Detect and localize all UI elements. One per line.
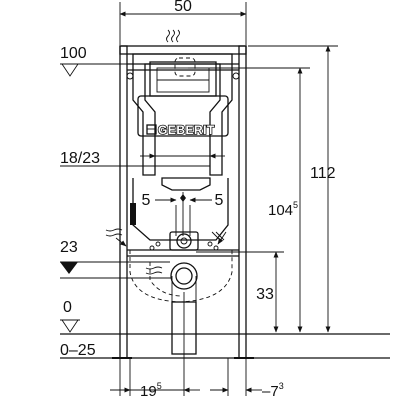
top-width-label: 50 bbox=[174, 0, 192, 15]
center-dimensions: 5 5 bbox=[142, 177, 224, 236]
floor-lines bbox=[60, 333, 390, 359]
level-23: 23 bbox=[60, 239, 172, 279]
level-100-label: 100 bbox=[60, 45, 87, 62]
level-100: 100 bbox=[60, 45, 130, 77]
level-0-label: 0 bbox=[63, 299, 72, 316]
dim-5-left-label: 5 bbox=[142, 192, 151, 209]
dim-18-23-label: 18/23 bbox=[60, 150, 100, 167]
level-floor: 0–25 bbox=[60, 342, 96, 359]
dim-104-label: 1045 bbox=[268, 200, 298, 219]
dim-104-5: 1045 bbox=[248, 67, 310, 333]
cistern: GEBERIT bbox=[126, 53, 248, 176]
vent-icon bbox=[166, 29, 180, 43]
pipe-assembly bbox=[130, 178, 229, 251]
dim-112-label: 112 bbox=[310, 165, 336, 182]
wc-bowl-outline bbox=[129, 250, 233, 303]
dim-33-label: 33 bbox=[256, 286, 274, 303]
water-supply-icon bbox=[105, 228, 227, 275]
dim-5-right-label: 5 bbox=[215, 192, 224, 209]
dim-18-23: 18/23 bbox=[60, 150, 225, 167]
bottom-dimensions: 195 –73 bbox=[110, 292, 284, 400]
dim-7-label: –73 bbox=[262, 381, 284, 400]
level-0: 0 bbox=[60, 299, 80, 333]
level-23-label: 23 bbox=[60, 239, 78, 256]
dim-19-label: 195 bbox=[140, 381, 162, 400]
dim-112: 112 bbox=[248, 45, 338, 333]
top-width-dimension: 50 bbox=[119, 0, 247, 45]
level-floor-label: 0–25 bbox=[60, 342, 96, 359]
dim-33: 33 bbox=[196, 251, 284, 333]
brand-logo-text: GEBERIT bbox=[158, 123, 215, 137]
